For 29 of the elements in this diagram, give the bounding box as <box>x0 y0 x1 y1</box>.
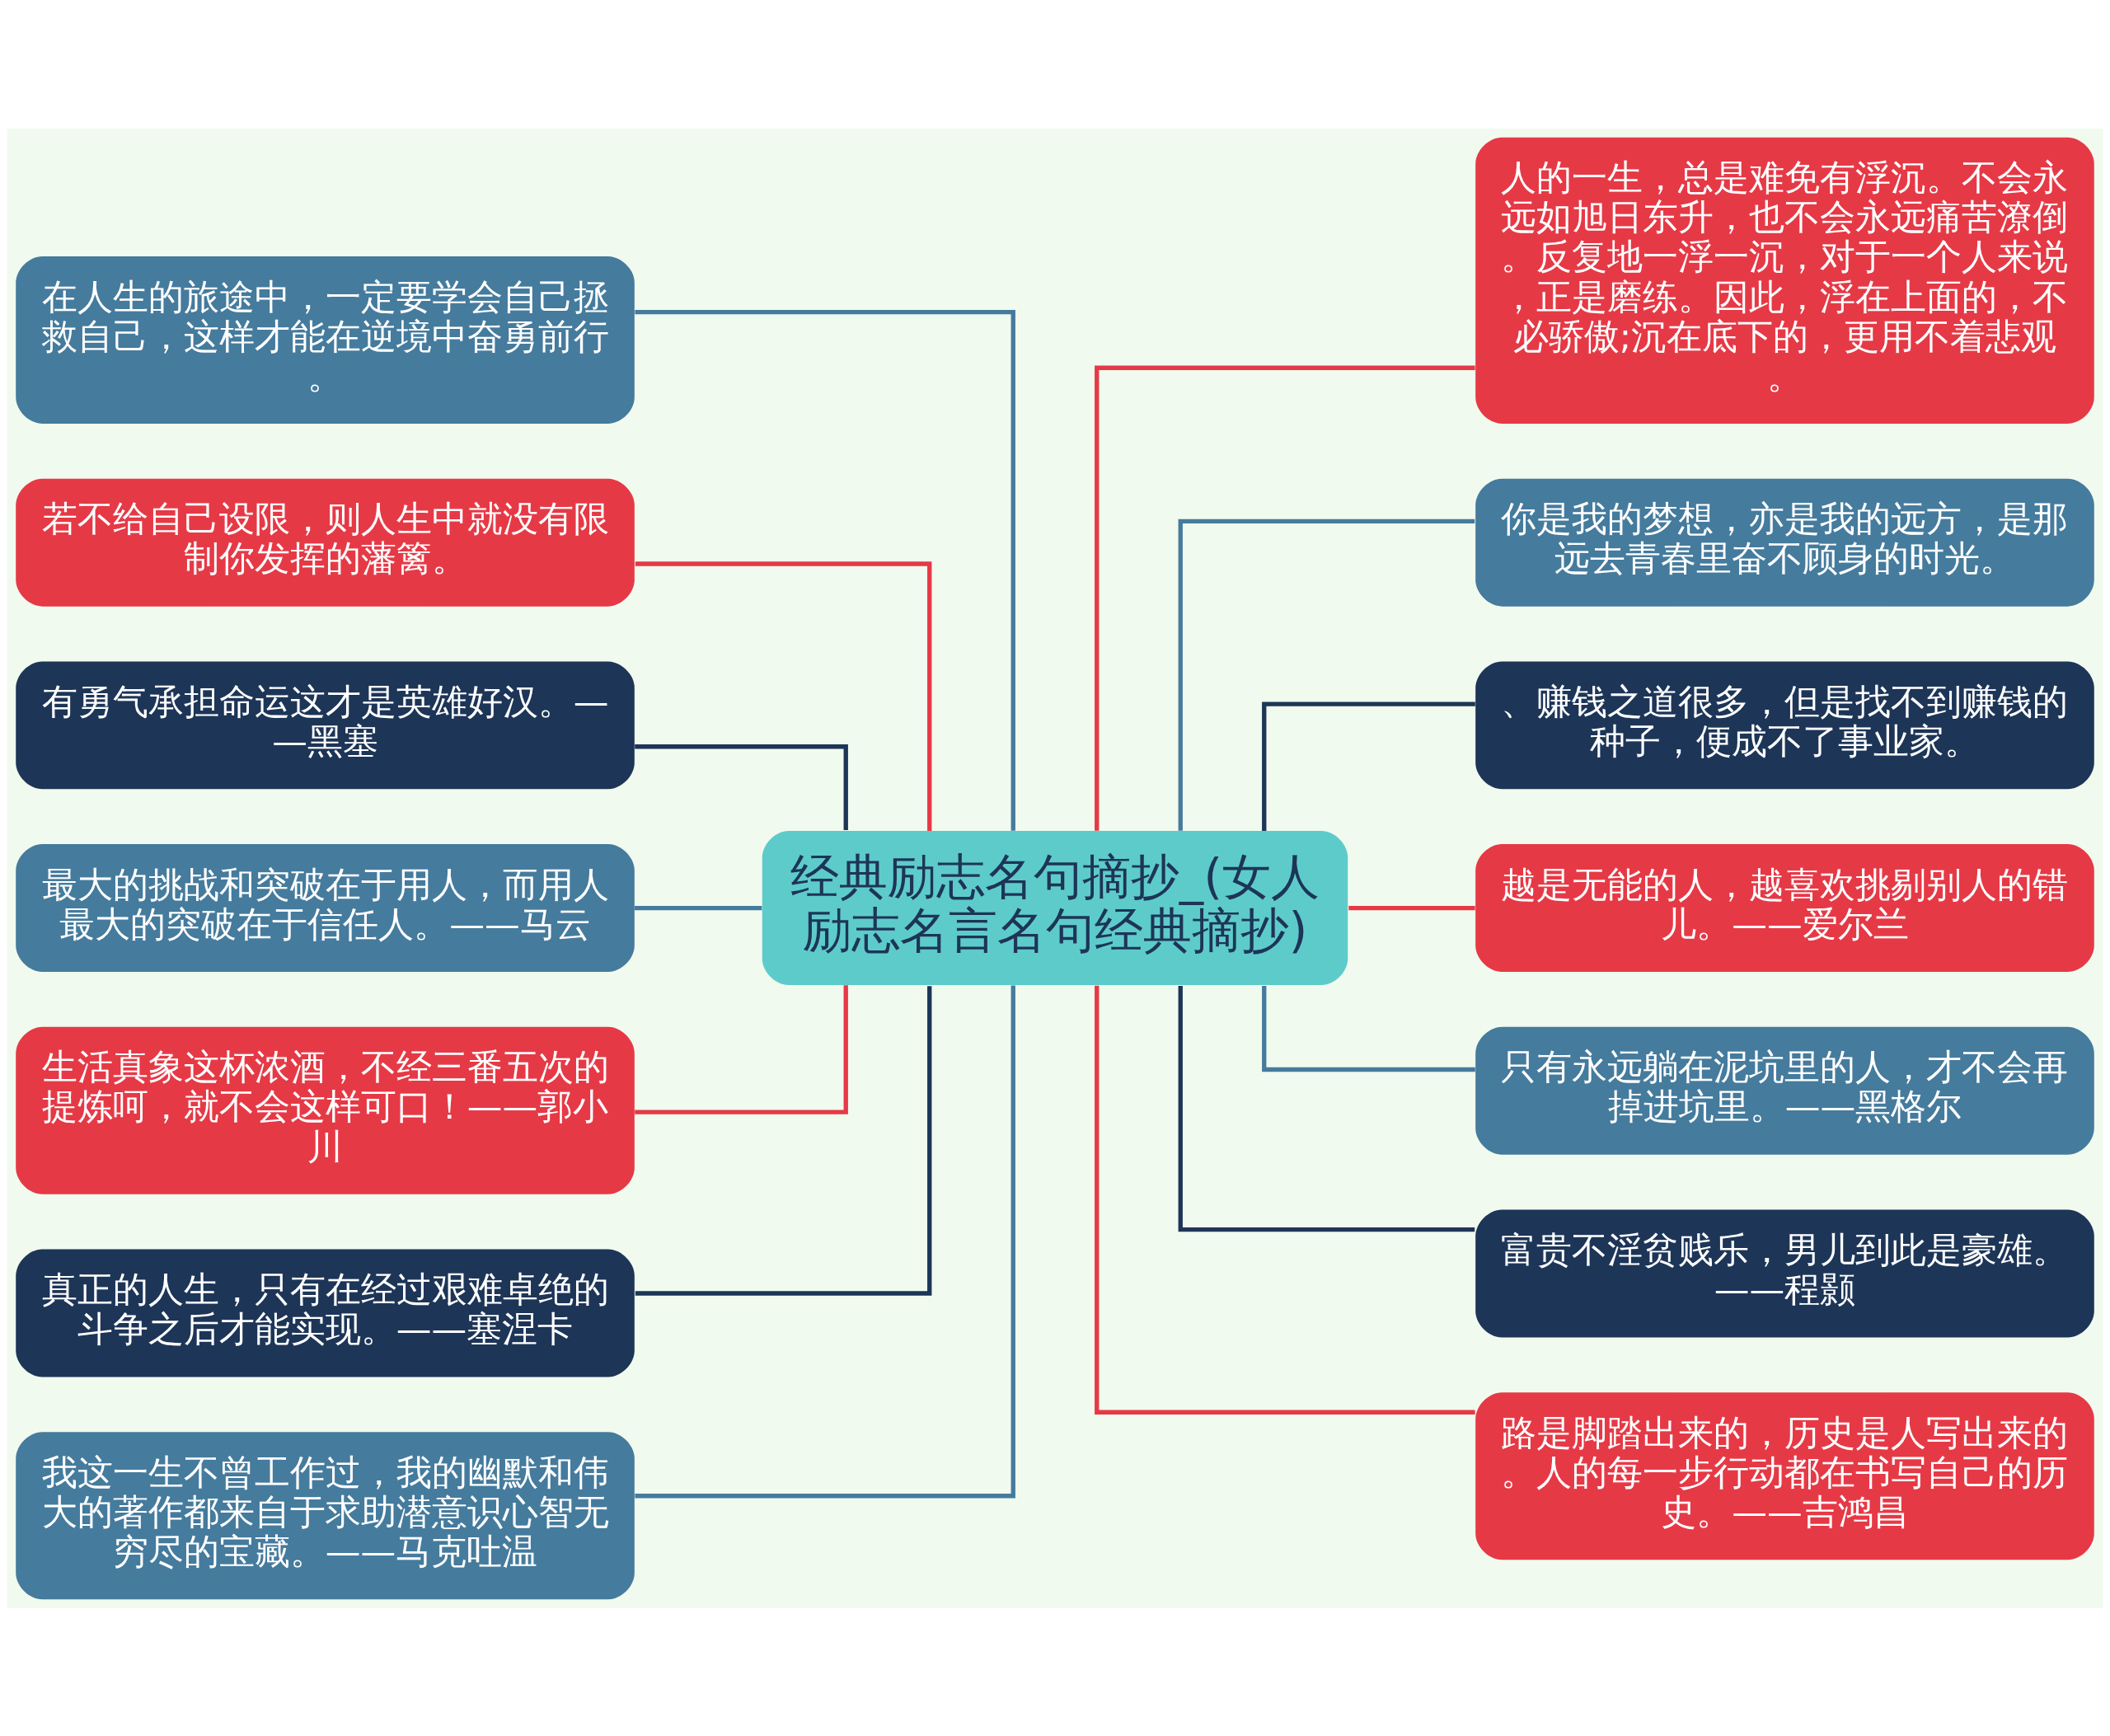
node-box: 有勇气承担命运这才是英雄好汉。——黑塞 <box>16 660 635 789</box>
node-box: 、赚钱之道很多，但是找不到赚钱的种子，便成不了事业家。 <box>1475 660 2094 789</box>
node-box: 最大的挑战和突破在于用人，而用人最大的突破在于信任人。——马云 <box>16 843 635 972</box>
node-box: 你是我的梦想，亦是我的远方，是那远去青春里奋不顾身的时光。 <box>1475 478 2094 607</box>
node-box: 路是脚踏出来的，历史是人写出来的。人的每一步行动都在书写自己的历史。——吉鸿昌 <box>1475 1391 2094 1560</box>
connector <box>1348 905 1475 910</box>
connector <box>635 905 762 910</box>
node-box: 只有永远躺在泥坑里的人，才不会再掉进坑里。——黑格尔 <box>1475 1026 2094 1155</box>
node-box: 我这一生不曾工作过，我的幽默和伟大的著作都来自于求助潜意识心智无穷尽的宝藏。——马克吐温 <box>16 1431 635 1599</box>
connector <box>635 985 932 1296</box>
connector <box>1262 701 1475 831</box>
node-box: 生活真象这杯浓酒，不经三番五次的提炼呵，就不会这样可口！——郭小川 <box>16 1026 635 1194</box>
connector <box>635 309 1015 831</box>
node-box: 在人生的旅途中，一定要学会自己拯救自己，这样才能在逆境中奋勇前行。 <box>16 256 635 424</box>
connector <box>635 561 932 831</box>
node-box: 若不给自己设限，则人生中就没有限制你发挥的藩篱。 <box>16 478 635 607</box>
connector <box>635 744 848 830</box>
connector <box>1095 985 1475 1415</box>
connector <box>1178 985 1475 1232</box>
node-box: 人的一生，总是难免有浮沉。不会永远如旭日东升，也不会永远痛苦潦倒。反复地一浮一沉，对于一个人来说，正是磨练。因此，浮在上面的，不必骄傲;沉在底下的，更用不着悲观。 <box>1475 137 2094 424</box>
node-box: 越是无能的人，越喜欢挑剔别人的错儿。——爱尔兰 <box>1475 843 2094 972</box>
connector <box>1262 985 1475 1072</box>
connector <box>635 985 1015 1498</box>
connector <box>635 984 848 1114</box>
node-box: 经典励志名句摘抄_(女人励志名言名句经典摘抄) <box>762 830 1348 985</box>
connector <box>1095 365 1475 831</box>
node-box: 真正的人生，只有在经过艰难卓绝的斗争之后才能实现。——塞涅卡 <box>16 1249 635 1377</box>
connector <box>1178 518 1475 831</box>
node-box: 富贵不淫贫贱乐，男儿到此是豪雄。——程颢 <box>1475 1209 2094 1337</box>
